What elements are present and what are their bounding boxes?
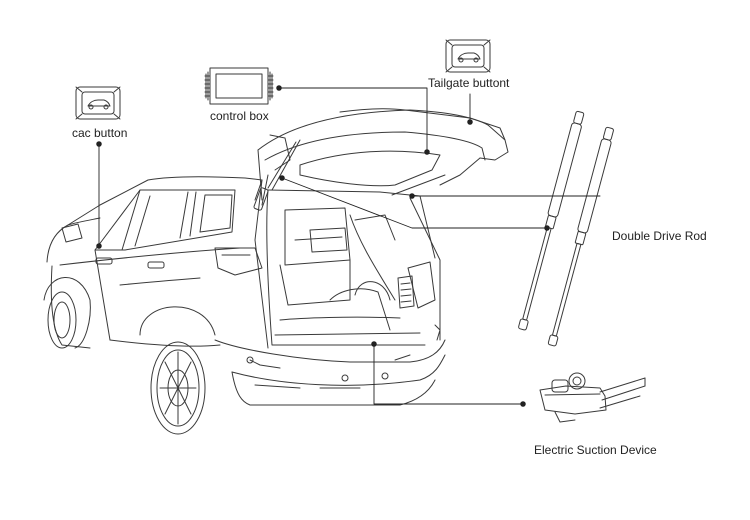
control-box-icon — [204, 67, 274, 105]
cac-button-label: cac button — [72, 126, 128, 140]
tailgate-button-label: Tailgate buttont — [428, 76, 510, 90]
double-drive-rod-illustration — [518, 110, 614, 347]
double-drive-rod-label: Double Drive Rod — [612, 229, 707, 243]
leader-lines — [96, 85, 601, 407]
electric-suction-device-illustration — [539, 372, 646, 423]
suv-illustration — [43, 108, 509, 435]
electric-suction-device-label: Electric Suction Device — [534, 443, 657, 457]
control-box-label: control box — [210, 109, 269, 123]
tailgate-button-icon — [445, 39, 491, 73]
cac-button-icon — [75, 86, 121, 120]
